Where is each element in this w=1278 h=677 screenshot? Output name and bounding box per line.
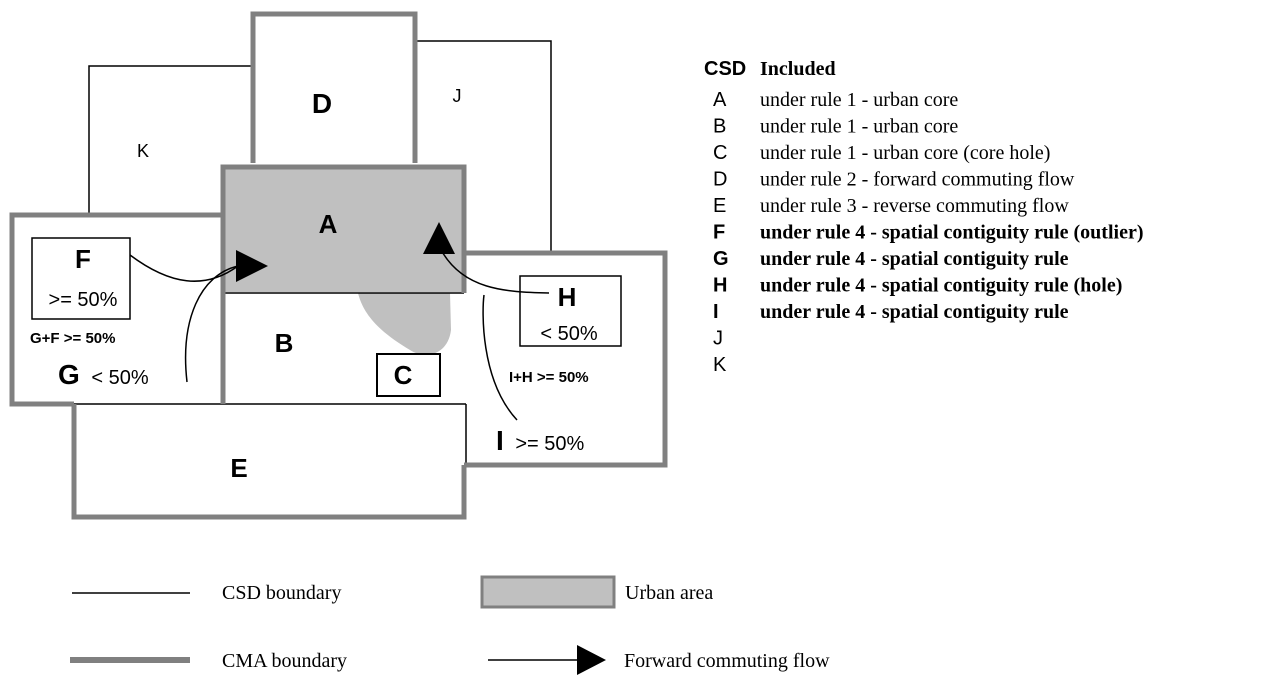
table-row-rule: under rule 4 - spatial contiguity rule (…	[760, 222, 1144, 244]
table-row-csd: H	[713, 275, 727, 297]
h-percentage: < 50%	[540, 323, 597, 345]
table-row-csd: G	[713, 248, 729, 270]
legend-forward-flow-label: Forward commuting flow	[624, 650, 830, 672]
legend-csd-boundary-label: CSD boundary	[222, 582, 341, 604]
region-label-c: C	[394, 360, 413, 390]
legend-urban-area-label: Urban area	[625, 582, 713, 604]
i-label: I >= 50%	[496, 425, 585, 456]
gf-sum-label: G+F >= 50%	[30, 330, 115, 347]
g-label: G < 50%	[58, 359, 149, 390]
flow-arrowhead-to-a-right	[423, 222, 455, 254]
table-row-csd: A	[713, 89, 727, 111]
table-row-csd: C	[713, 142, 727, 164]
table-row-csd: B	[713, 116, 726, 138]
region-label-d: D	[312, 88, 332, 119]
table-row-rule: under rule 2 - forward commuting flow	[760, 169, 1075, 191]
region-label-k: K	[137, 141, 149, 161]
csd-boundaries	[31, 40, 622, 465]
table-row-rule: under rule 4 - spatial contiguity rule	[760, 301, 1069, 323]
region-label-e: E	[230, 453, 247, 483]
legend-forward-flow-arrowhead	[577, 645, 606, 675]
table-row-csd: J	[713, 328, 723, 350]
legend-urban-area-swatch	[480, 575, 616, 609]
f-percentage: >= 50%	[49, 289, 118, 311]
legend-cma-boundary-label: CMA boundary	[222, 650, 347, 672]
table-row-rule: under rule 1 - urban core	[760, 116, 958, 138]
table-header-included: Included	[760, 58, 836, 80]
table-row-csd: K	[713, 354, 727, 376]
region-label-f: F	[75, 244, 91, 274]
table-row-rule: under rule 1 - urban core (core hole)	[760, 142, 1050, 164]
region-label-j: J	[453, 86, 462, 106]
region-label-a: A	[319, 209, 338, 239]
table-row-rule: under rule 4 - spatial contiguity rule	[760, 248, 1069, 270]
cma-boundaries	[9, 11, 668, 520]
table-row-csd: D	[713, 169, 727, 191]
region-label-b: B	[275, 328, 294, 358]
table-row-rule: under rule 4 - spatial contiguity rule (…	[760, 275, 1122, 297]
region-label-h: H	[558, 282, 577, 312]
ih-sum-label: I+H >= 50%	[509, 369, 589, 386]
flow-arrows	[129, 247, 550, 421]
table-row-rule: under rule 1 - urban core	[760, 89, 958, 111]
table-row-csd: F	[713, 222, 725, 244]
urban-area-a	[223, 167, 464, 292]
flow-arrowhead-to-a-left	[236, 250, 268, 282]
urban-area-b-lobe	[358, 293, 451, 355]
table-row-csd: E	[713, 195, 726, 217]
table-row-rule: under rule 3 - reverse commuting flow	[760, 195, 1069, 217]
table-row-csd: I	[713, 301, 719, 323]
table-header-csd: CSD	[704, 58, 746, 80]
